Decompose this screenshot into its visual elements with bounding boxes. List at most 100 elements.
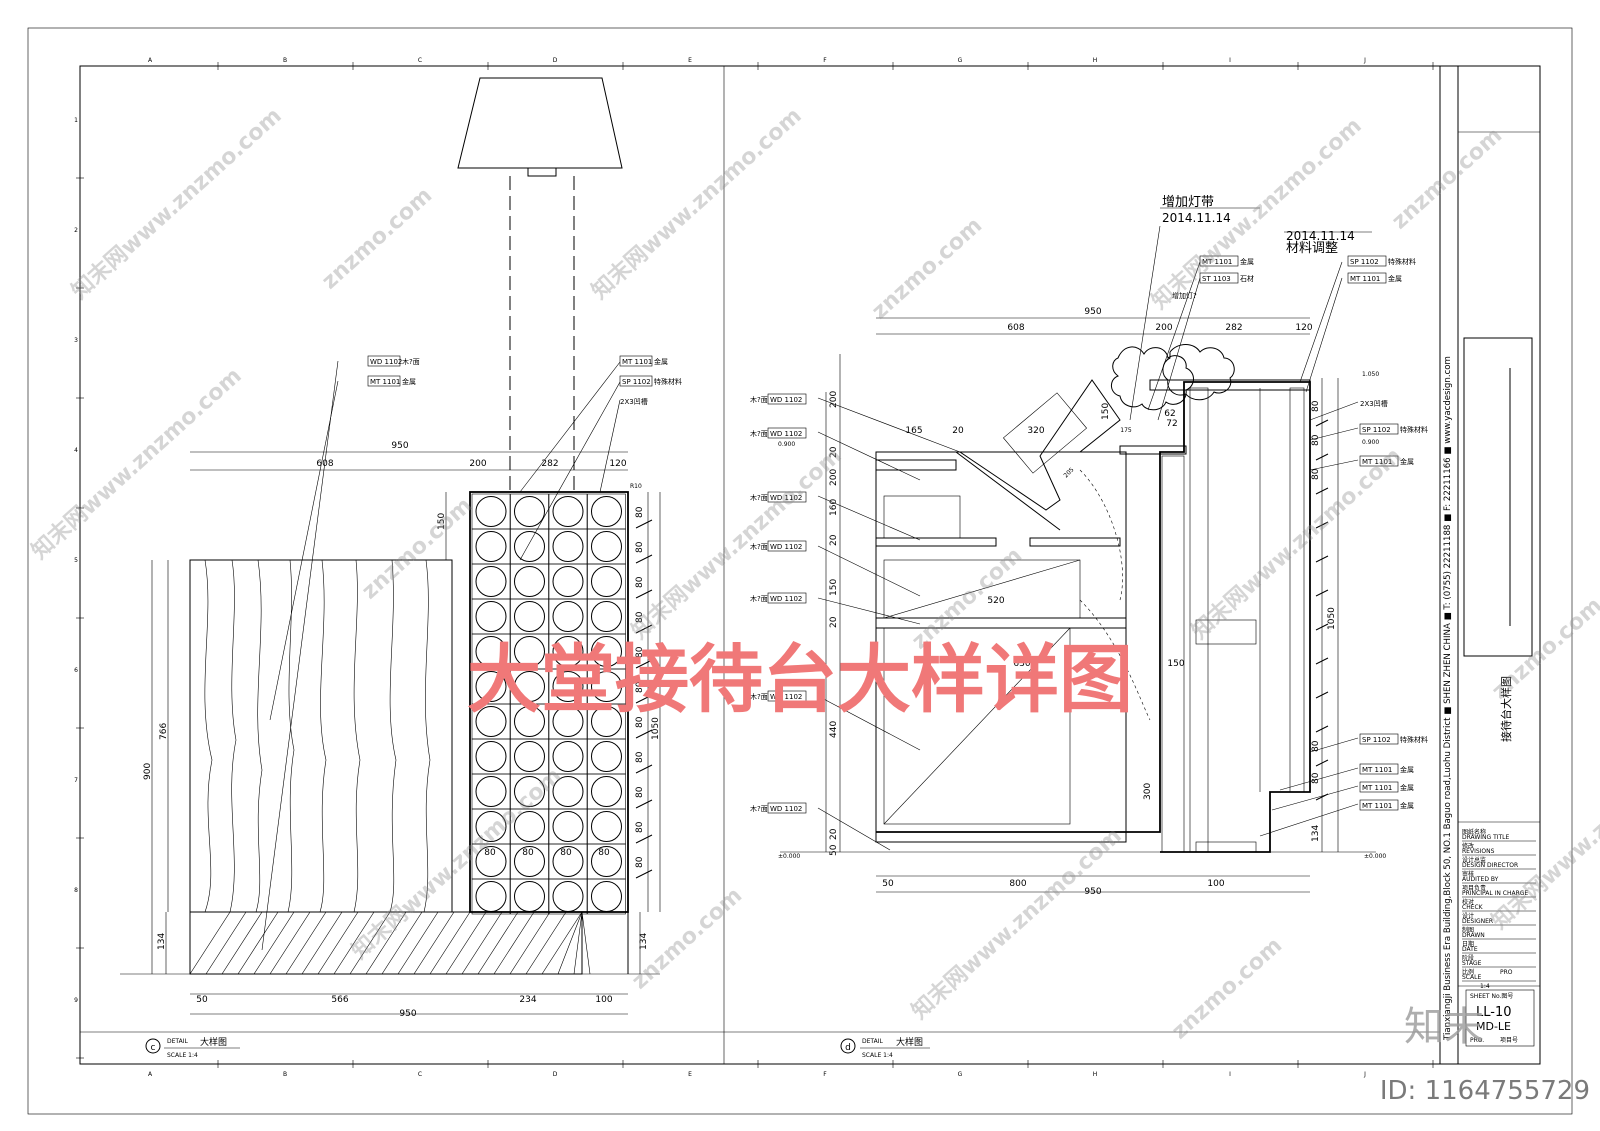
grid-row-label: 5	[74, 557, 78, 564]
material-tag-text: 金属	[1388, 274, 1402, 283]
svg-text:d: d	[845, 1043, 851, 1053]
material-tag-text: 木?面	[750, 493, 768, 502]
dim-c-grid-row: 80	[635, 786, 645, 798]
dim-d-left-10: 50	[829, 844, 839, 856]
grid-column-label-top: A	[148, 57, 153, 64]
dim-d-inner-150: 150	[1101, 403, 1111, 420]
dim-c-side-134-right: 134	[639, 933, 649, 950]
level-000-right: ±0.000	[1364, 853, 1386, 860]
field-label-cn: 阶段	[1462, 954, 1474, 962]
svg-text:木?面: 木?面	[402, 357, 420, 366]
material-tag-text: 木?面	[750, 692, 768, 701]
field-label-cn: 设计总监	[1462, 856, 1486, 864]
material-tag-text: 木?面	[750, 804, 768, 813]
material-tag-code: WD 1102	[770, 595, 802, 603]
watermark-text: znzmo.com	[357, 493, 477, 604]
material-tag-text: 木?面	[750, 395, 768, 404]
grid-column-label-bottom: D	[553, 1071, 558, 1078]
dim-c-bottom-566: 566	[331, 995, 348, 1005]
dim-c-bottom-234: 234	[519, 995, 536, 1005]
dim-d-inner-320: 320	[1027, 426, 1044, 436]
watermark-text: znzmo.com	[1167, 933, 1287, 1044]
field-label-en: DESIGN DIRECTOR	[1462, 862, 1518, 869]
field-label-en: DRAWING TITLE	[1462, 834, 1510, 841]
dim-c-grid-row: 80	[635, 506, 645, 518]
dim-c-side-150: 150	[437, 513, 447, 530]
detail-d-section	[780, 207, 1376, 893]
dim-c-bottom-100: 100	[595, 995, 612, 1005]
material-tag-code: WD 1102	[770, 693, 802, 701]
light-strip-note: 增加灯?	[1172, 291, 1197, 300]
dim-d-right-3: 80	[1311, 468, 1321, 480]
field-label-cn: 图纸名称	[1462, 828, 1486, 836]
material-tag-code: MT 1101	[1362, 784, 1392, 792]
grid-column-label-top: J	[1363, 57, 1366, 64]
dim-d-left-5: 20	[829, 534, 839, 546]
grid-row-label: 1	[74, 117, 78, 124]
dim-d-inner-20: 20	[952, 426, 964, 436]
dim-d-top-2: 200	[1155, 323, 1172, 333]
wood-panel	[189, 559, 453, 913]
field-label-en: DESIGNER	[1462, 918, 1493, 925]
dim-c-top-3: 282	[541, 459, 558, 469]
dim-c-cell-3: 80	[560, 848, 572, 858]
dim-d-bottom-total: 950	[1084, 887, 1101, 897]
detail-c-dimension-lines	[120, 451, 661, 1015]
field-label-cn: 日期	[1462, 940, 1474, 948]
watermark-text: 知末网www.znzmo.com	[1187, 443, 1407, 645]
material-tag-code: SP 1102	[1362, 736, 1391, 744]
svg-text:WD 1102: WD 1102	[370, 358, 402, 366]
material-tag-text: 特殊材料	[1400, 735, 1428, 744]
stage-value: PRO	[1500, 969, 1513, 976]
dim-d-inner-165: 165	[905, 426, 922, 436]
dim-c-top-2: 200	[469, 459, 486, 469]
dim-d-inner-300: 300	[1143, 783, 1153, 800]
dim-d-inner-630: 630	[1013, 659, 1030, 669]
field-label-en: AUDITED BY	[1462, 876, 1499, 883]
dim-c-grid-row: 80	[635, 821, 645, 833]
level-1050: 1.050	[1362, 371, 1379, 378]
material-tag-text: 金属	[1400, 783, 1414, 792]
material-tag-text: 金属	[1400, 801, 1414, 810]
brand-logo: 知末	[1404, 1004, 1484, 1050]
dim-d-bottom-100: 100	[1207, 879, 1224, 889]
svg-text:SCALE 1:4: SCALE 1:4	[167, 1052, 198, 1059]
dim-c-grid-row: 80	[635, 541, 645, 553]
material-tag-d-right: MT 1101 金属	[1359, 781, 1414, 793]
dim-d-bottom-800: 800	[1009, 879, 1026, 889]
field-label-cn: 制图	[1462, 926, 1474, 934]
field-label-en: SCALE	[1462, 974, 1481, 981]
grid-column-label-top: F	[823, 57, 827, 64]
sheet-no-value: LL-10	[1476, 1005, 1512, 1020]
level-0900-left: 0.900	[778, 441, 795, 448]
grid-column-label-bottom: B	[283, 1071, 287, 1078]
material-tag-text: 金属	[1400, 457, 1414, 466]
material-tag-text: 特殊材料	[1400, 425, 1428, 434]
grid-row-label: 7	[74, 777, 78, 784]
dim-c-top-1: 608	[316, 459, 333, 469]
field-label-cn: 项目负责	[1462, 884, 1486, 892]
dim-d-top-total: 950	[1084, 307, 1101, 317]
grid-column-label-top: D	[553, 57, 558, 64]
material-tag-c-3: MT 1101 金属	[619, 355, 668, 367]
material-tag-d-right: SP 1102 特殊材料	[1359, 733, 1428, 745]
material-tag-text: 木?面	[750, 594, 768, 603]
dim-d-top-1: 608	[1007, 323, 1024, 333]
dim-c-grid-row: 80	[635, 611, 645, 623]
dim-c-cell-4: 80	[598, 848, 610, 858]
watermark-text: znzmo.com	[1387, 123, 1507, 234]
svg-text:大样图: 大样图	[200, 1036, 227, 1048]
svg-text:大样图: 大样图	[896, 1036, 923, 1048]
dim-d-inner-175: 175	[1120, 427, 1132, 434]
field-label-cn: 比例	[1462, 968, 1474, 976]
grid-column-label-top: C	[418, 57, 422, 64]
